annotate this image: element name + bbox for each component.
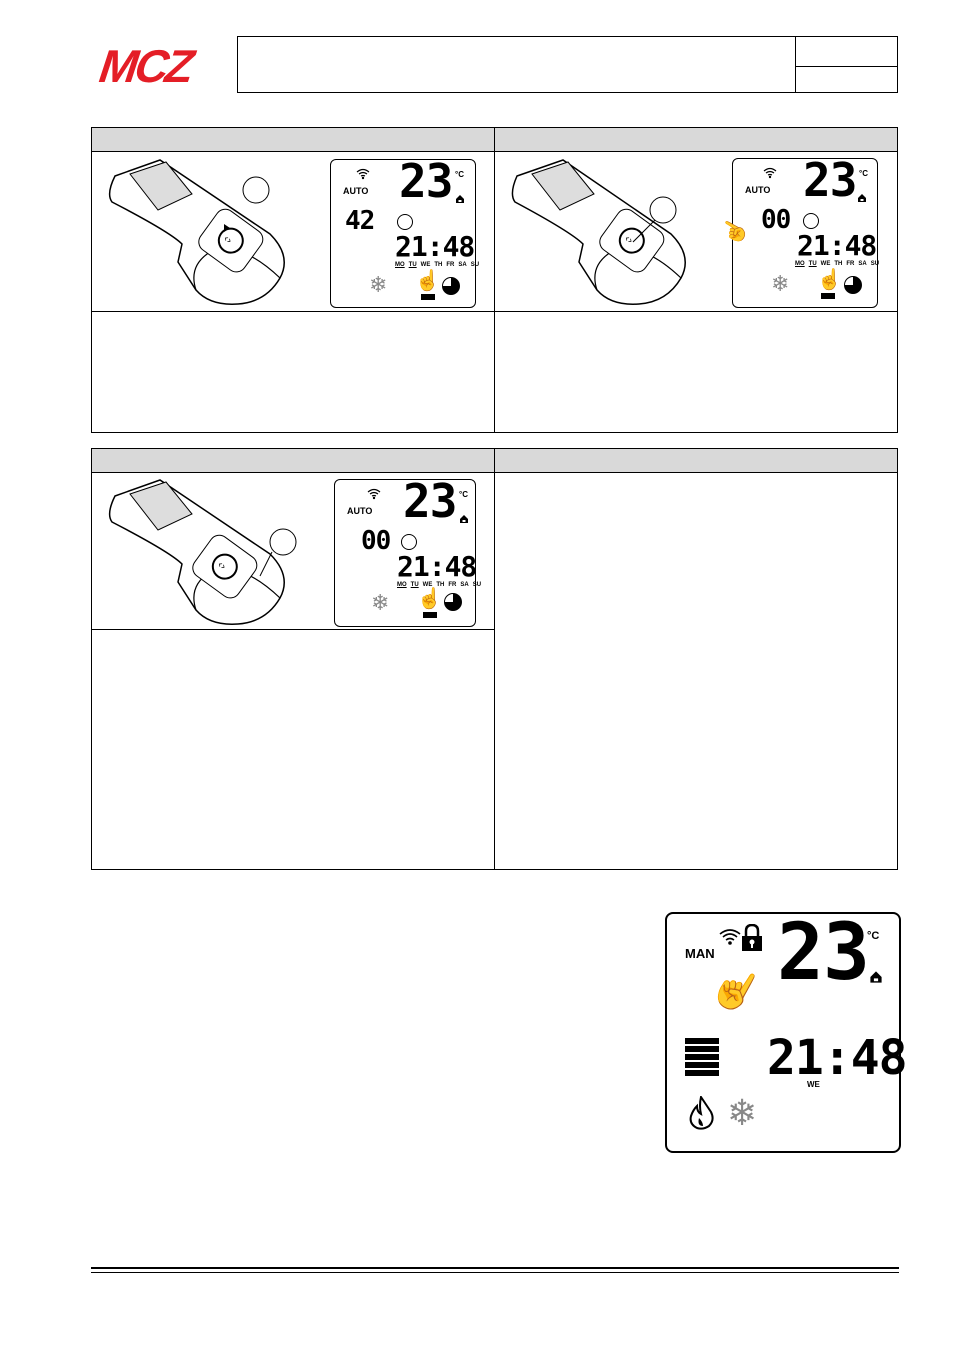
snowflake-icon: ❄ [727,1092,758,1133]
mode-label: AUTO [343,186,369,196]
cursor-bar [421,294,435,300]
day-tu: TU [408,262,417,268]
step-header-4 [494,448,898,473]
day-we: WE [420,262,431,268]
mode-label: AUTO [745,185,771,195]
clock-readout: 21:48 [767,1030,907,1086]
snowflake-icon: ❄ [369,272,388,297]
clock-readout: 21:48 [797,229,877,262]
temperature-readout: 23 [399,154,453,208]
step-text-cell-3 [91,629,495,870]
clock-readout: 21:48 [395,230,475,263]
unit-label: °C [867,930,880,942]
status-circle-icon [803,213,819,229]
value-readout: 42 [345,206,375,236]
footer-rule-thin [91,1272,899,1273]
day-mo: MO [395,262,405,268]
day-we: WE [422,582,433,588]
mcz-logo: MCZ [90,41,236,93]
day-tu: TU [808,261,817,267]
day-fr: FR [448,582,457,588]
unit-label: °C [459,490,468,499]
step-header-1 [91,127,495,152]
clock-pie-icon [444,593,462,611]
page-number-box [795,66,898,93]
value-readout: 00 [761,205,791,235]
weekday-label: WE [807,1080,820,1089]
day-su: SU [472,582,482,588]
cursor-bar [423,612,437,618]
remote-illustration-2: ‹› [511,159,686,305]
status-circle-icon [397,214,413,230]
status-circle-icon [401,534,417,550]
flame-icon [689,1096,714,1130]
step-text-cell-2 [494,311,898,433]
lock-icon [742,924,762,951]
day-su: SU [470,262,480,268]
footer-rule-thick [91,1267,899,1269]
temperature-readout: 23 [803,153,857,207]
house-icon [460,515,468,523]
day-th: TH [434,262,443,268]
day-mo: MO [397,582,407,588]
title-box [237,36,796,93]
mode-label: AUTO [347,506,373,516]
day-fr: FR [446,262,455,268]
day-th: TH [834,261,843,267]
house-icon [870,971,882,983]
wifi-icon [719,929,741,945]
hand-pointer-icon: ☝ [817,269,842,291]
snowflake-icon: ❄ [771,271,790,296]
house-icon [456,195,464,203]
temperature-readout: 23 [403,474,457,528]
wifi-icon [367,488,381,500]
doc-code-box [795,36,898,67]
snowflake-icon: ❄ [371,590,390,615]
day-su: SU [870,261,880,267]
cursor-bar [821,293,835,299]
day-we: WE [820,261,831,267]
step-text-cell-1 [91,311,495,433]
wifi-icon [356,168,370,180]
day-sa: SA [858,261,867,267]
clock-pie-icon [844,276,862,294]
unit-label: °C [859,169,868,178]
remote-illustration-1: ‹› [108,159,285,305]
day-th: TH [436,582,445,588]
clock-readout: 21:48 [397,550,477,583]
day-sa: SA [458,262,467,268]
step-header-3 [91,448,495,473]
clock-pie-icon [442,277,460,295]
day-tu: TU [410,582,419,588]
remote-illustration-3: ‹› [108,479,297,625]
hand-pointer-icon: ☝ [703,958,769,1022]
house-icon [858,194,866,202]
unit-label: °C [455,170,464,179]
value-readout: 00 [361,526,391,556]
hand-pointer-icon: ☝ [417,588,442,610]
wifi-icon [763,167,777,179]
lcd-screen-large: MAN 23 °C ☝ 21:48 WE ❄ [665,908,907,1153]
day-fr: FR [846,261,855,267]
day-mo: MO [795,261,805,267]
step-text-cell-4 [494,472,898,870]
mcz-logo-text: MCZ [92,44,202,86]
step-header-2 [494,127,898,152]
temperature-readout: 23 [777,908,870,998]
power-level-bars-icon [685,1038,719,1076]
hand-pointer-icon: ☝ [415,270,440,292]
day-sa: SA [460,582,469,588]
mode-label: MAN [685,946,715,961]
